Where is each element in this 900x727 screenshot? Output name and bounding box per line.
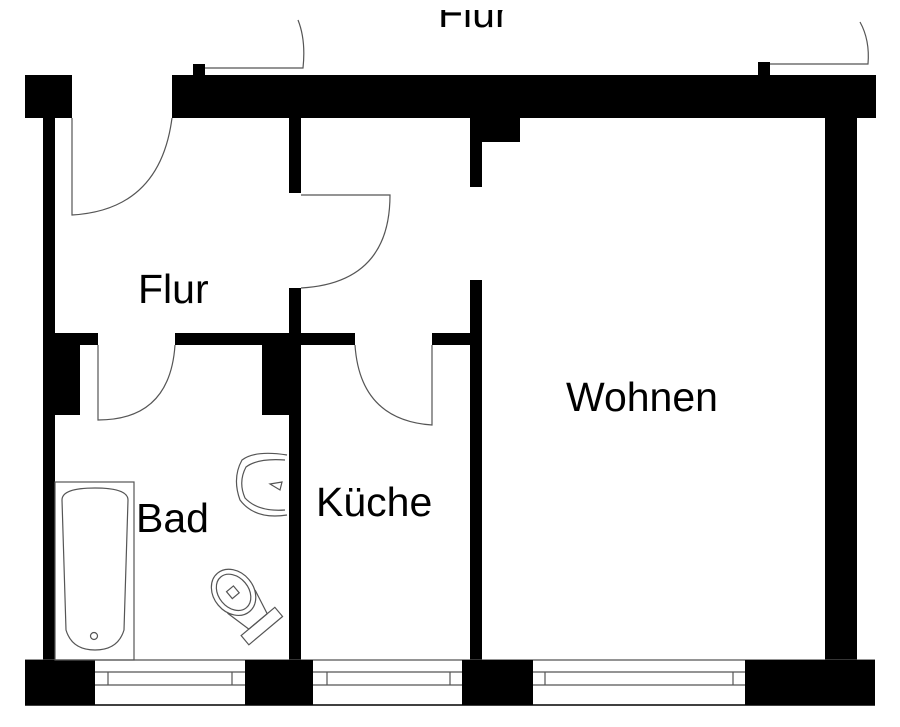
toilet (210, 568, 284, 646)
outside-door-right (758, 21, 869, 75)
kitchen-living-door (300, 194, 391, 289)
walls (25, 75, 876, 665)
bathroom-door (97, 344, 176, 421)
kitchen-door (354, 344, 433, 426)
room-label-hallway: Flur (138, 266, 209, 312)
room-label-bathroom: Bad (136, 495, 209, 541)
room-label-kitchen: Küche (316, 479, 432, 525)
room-label-living: Wohnen (566, 374, 718, 420)
entrance-door (71, 117, 173, 216)
bottom-wall-windows (25, 659, 875, 706)
outside-door-left (193, 19, 305, 75)
bathtub (54, 481, 135, 661)
sink (235, 452, 288, 517)
